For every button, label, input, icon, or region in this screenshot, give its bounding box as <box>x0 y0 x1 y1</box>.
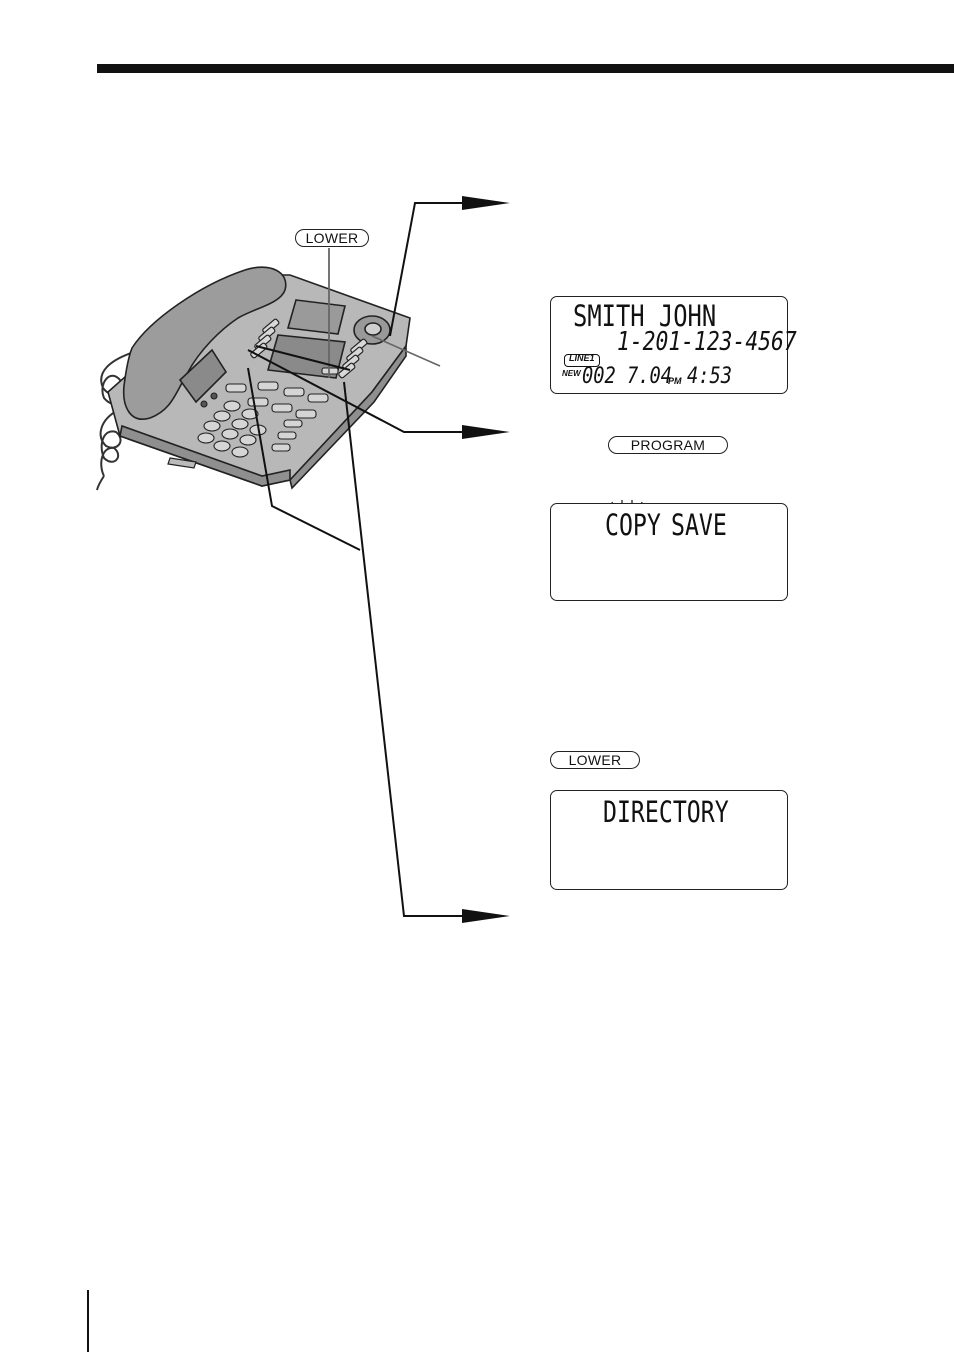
call-date: 7.04 <box>627 364 673 389</box>
call-time: 4:53 <box>687 364 733 389</box>
directory-text: DIRECTORY <box>603 795 729 829</box>
program-key-label: PROGRAM <box>608 436 728 454</box>
call-count: 002 <box>582 364 616 389</box>
top-rule <box>97 64 954 73</box>
line-badge-text: LINE1 <box>569 353 595 363</box>
line-badge <box>564 354 600 367</box>
save-word: SAVE <box>671 508 727 542</box>
copy-word-blinking: COPY <box>605 508 661 542</box>
arrow-icon <box>462 196 510 923</box>
caller-number: 1-201-123-4567 <box>617 327 797 357</box>
lcd-display-directory: DIRECTORY <box>550 790 788 890</box>
left-margin-rule <box>87 1290 89 1352</box>
one-touch-buttons-right <box>338 338 368 379</box>
lower-key-label-bottom: LOWER <box>550 751 640 769</box>
ampm-label: PM <box>668 376 682 386</box>
keypad-buttons <box>197 367 339 458</box>
lower-key-label-top: LOWER <box>295 229 369 247</box>
handset <box>122 266 287 420</box>
new-label: NEW <box>562 369 581 378</box>
lcd-display-copy-save: COPY SAVE <box>550 503 788 601</box>
lcd-display-caller-id: SMITH JOHN 1-201-123-4567 LINE1 NEW 002 … <box>550 296 797 394</box>
caller-name: SMITH JOHN <box>573 299 717 333</box>
leader-lines <box>247 202 470 917</box>
